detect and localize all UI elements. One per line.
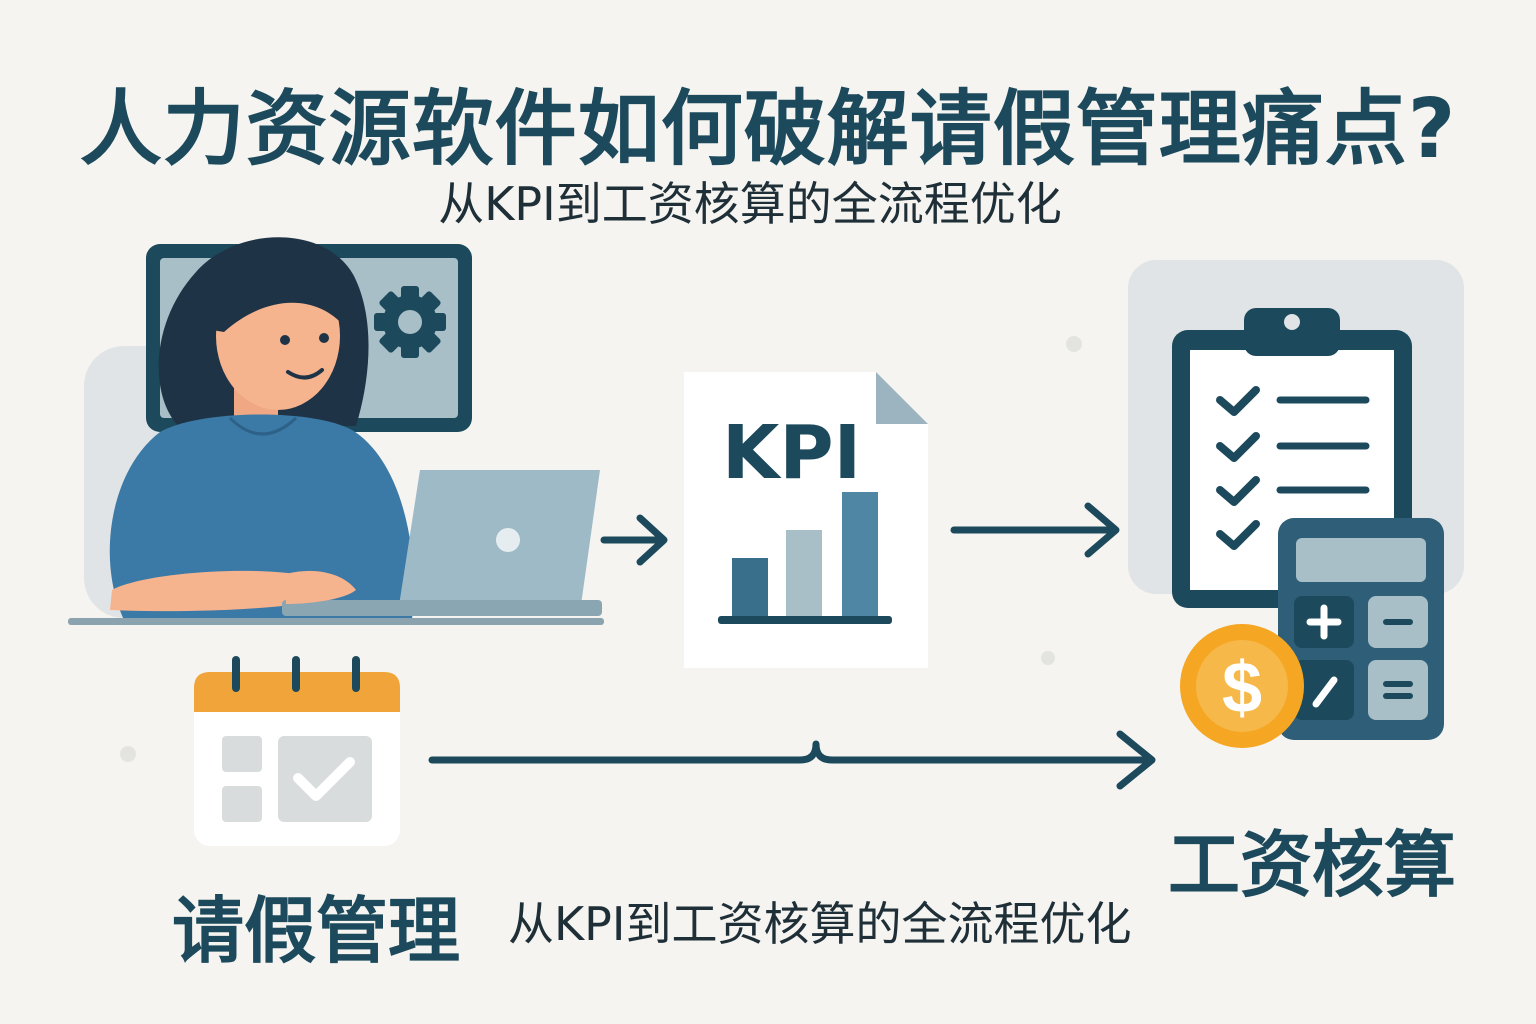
eye (280, 335, 290, 345)
shirt (109, 414, 414, 620)
hand (286, 570, 356, 604)
decor-dot (1041, 651, 1055, 665)
arrow-leave-to-payroll (428, 730, 1156, 790)
smile (286, 368, 324, 380)
calculator-icon (1278, 518, 1444, 740)
payroll-label: 工资核算 (1168, 823, 1457, 907)
arrow-to-payroll (950, 502, 1120, 558)
page-title: 人力资源软件如何破解请假管理痛点? (79, 82, 1457, 177)
kpi-label: KPI (722, 410, 862, 496)
hair-fringe (212, 253, 345, 332)
svg-text:$: $ (1222, 648, 1262, 728)
calendar-icon (194, 656, 400, 846)
eye (319, 333, 329, 343)
arm (110, 570, 300, 612)
arrow-to-kpi (600, 514, 668, 566)
page-subtitle: 从KPI到工资核算的全流程优化 (438, 177, 1062, 231)
bottom-caption: 从KPI到工资核算的全流程优化 (508, 897, 1132, 951)
gear-icon (374, 286, 446, 358)
collar (228, 416, 298, 436)
kpi-document (684, 372, 928, 668)
page-fold (876, 372, 928, 424)
decor-dot (120, 746, 136, 762)
decor-dot (1066, 336, 1082, 352)
kpi-bar-chart-icon (718, 492, 892, 624)
laptop-icon (282, 470, 602, 616)
hr-worker-illustration (68, 237, 604, 625)
leave-management-label: 请假管理 (172, 889, 461, 973)
desk (68, 618, 604, 625)
dollar-coin-icon: $ (1180, 624, 1304, 748)
